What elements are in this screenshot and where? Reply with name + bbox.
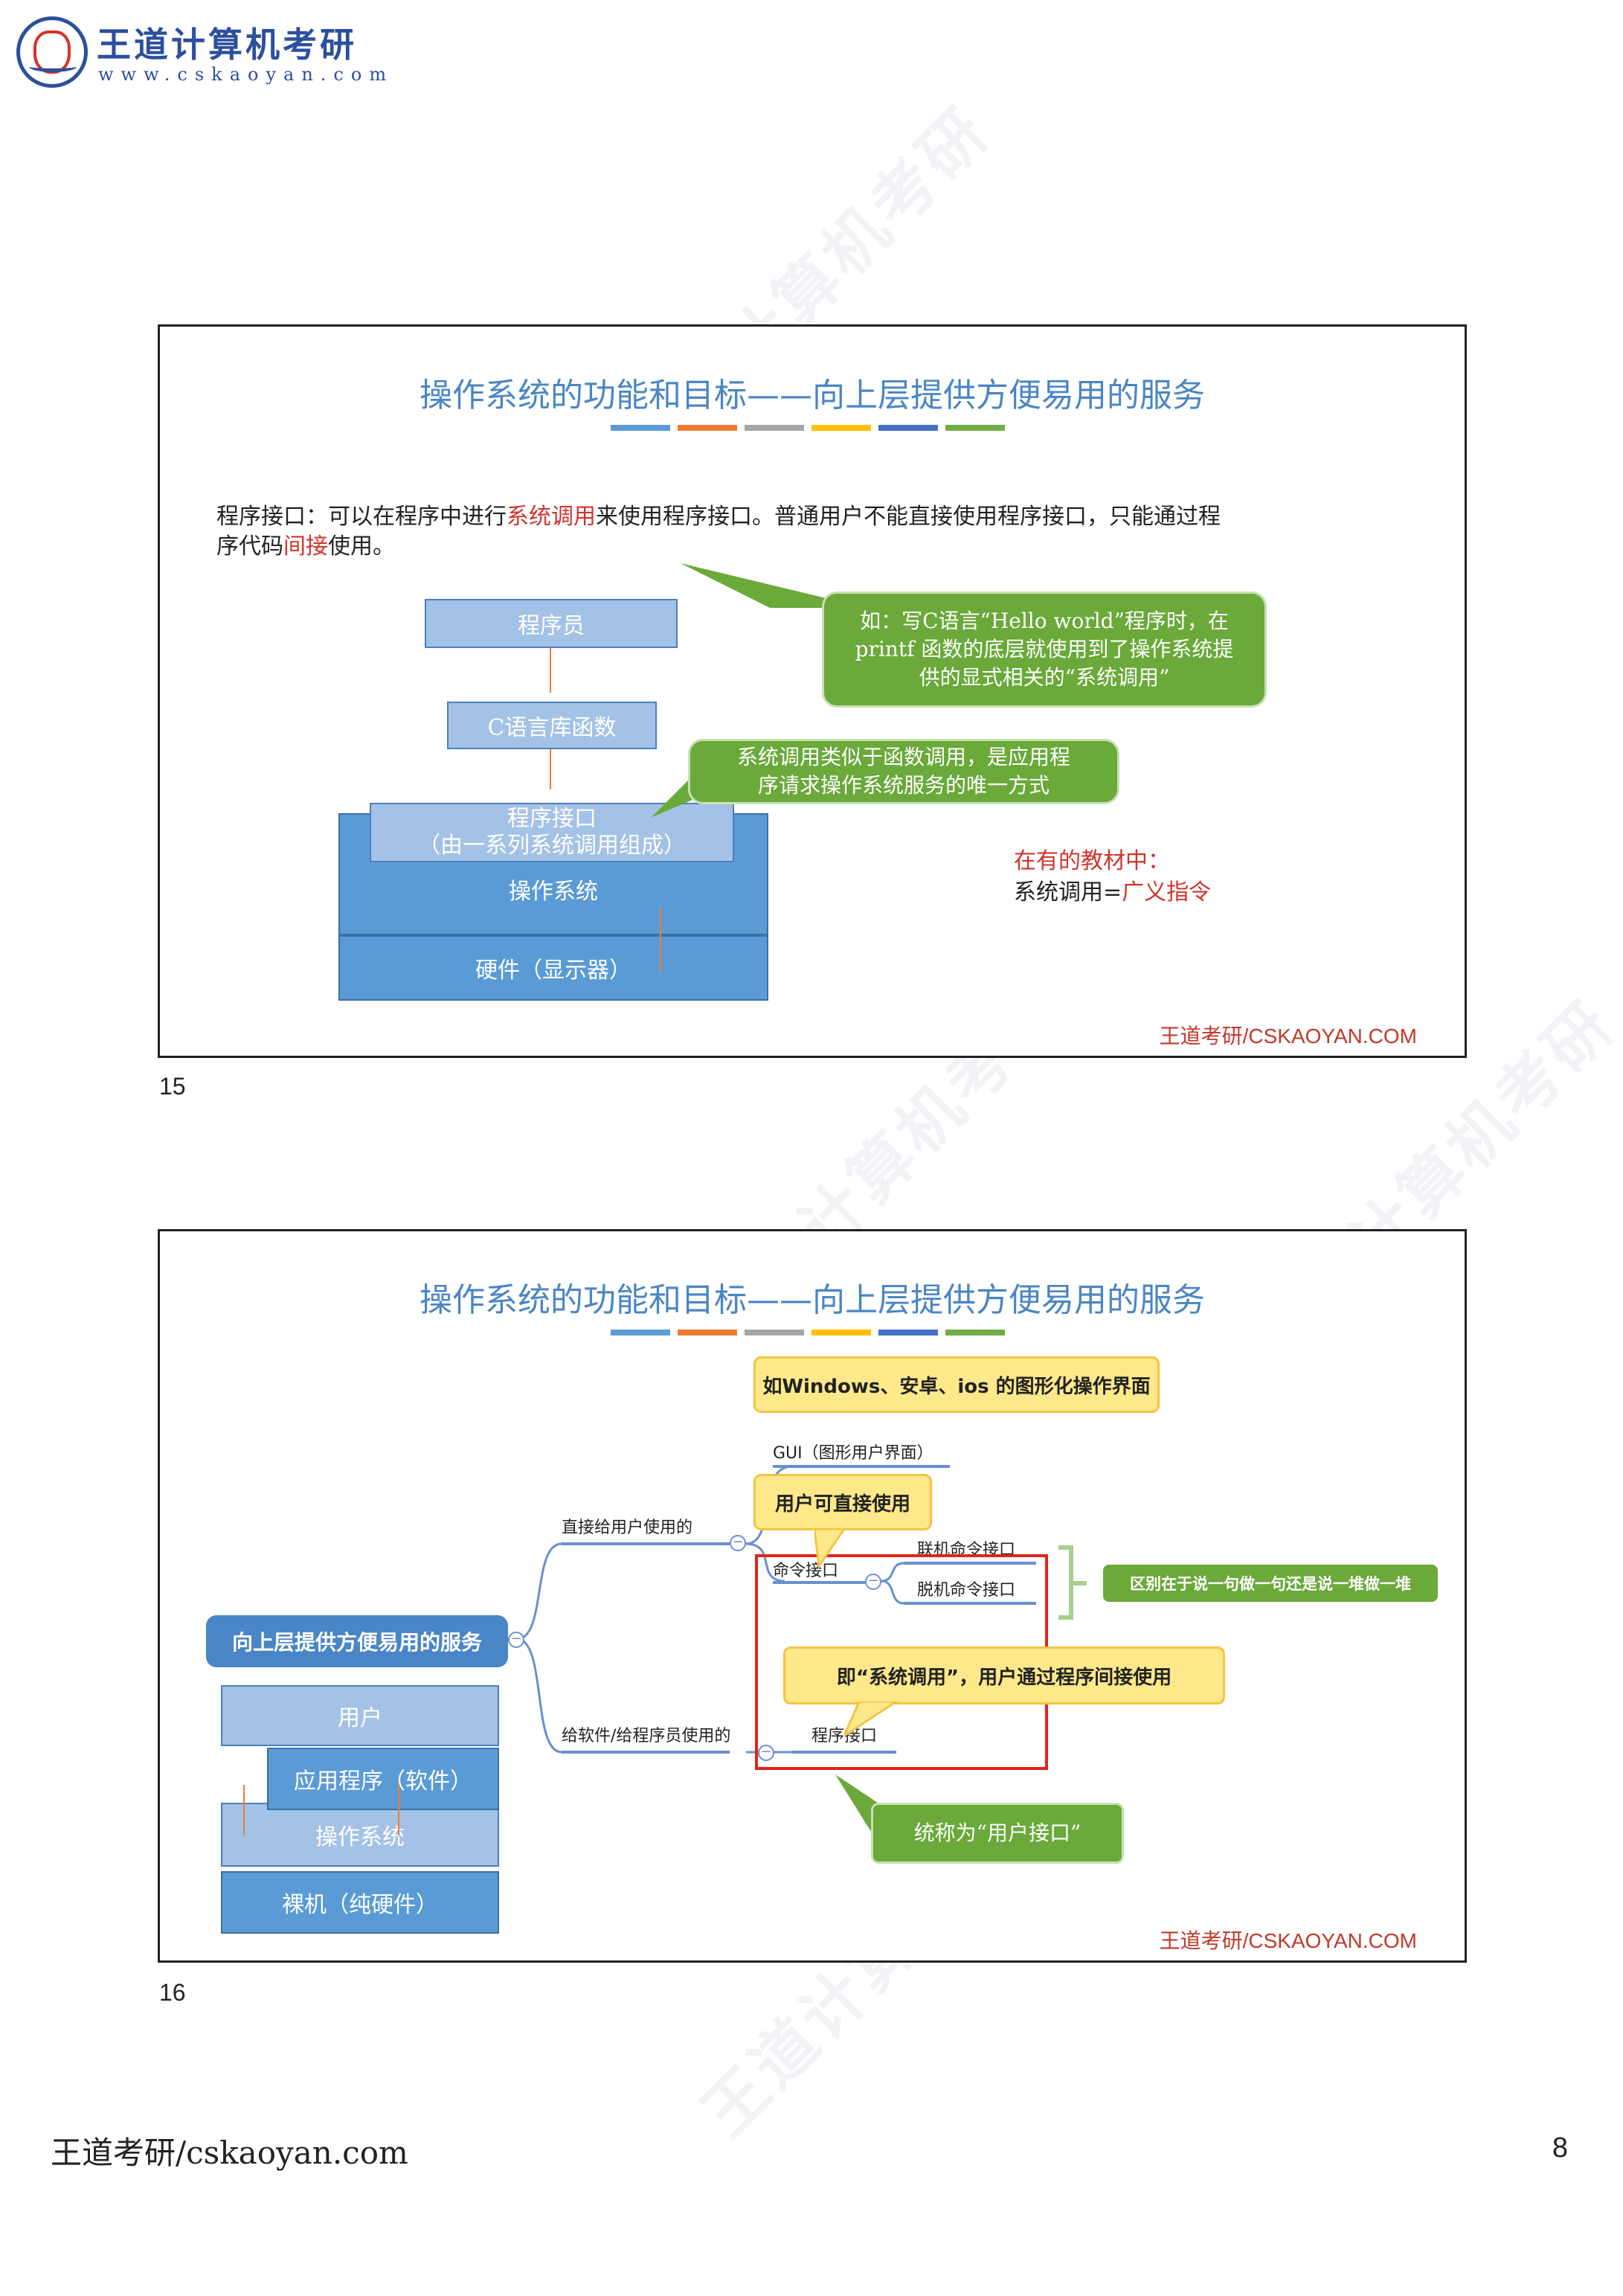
arrow xyxy=(550,749,551,789)
color-bar xyxy=(745,425,804,431)
arrow xyxy=(398,1785,399,1835)
direct-use-note: 用户可直接使用 xyxy=(753,1474,932,1530)
color-bar xyxy=(878,1330,938,1335)
color-bar xyxy=(945,425,1005,431)
hardware-box: 硬件（显示器） xyxy=(338,935,768,1001)
stack-os: 操作系统 xyxy=(221,1803,499,1867)
color-bar xyxy=(945,1330,1005,1335)
color-bar xyxy=(812,1330,871,1335)
color-bar xyxy=(678,425,737,431)
textbook-note: 在有的教材中： 系统调用=广义指令 xyxy=(1014,848,1212,905)
os-label: 操作系统 xyxy=(509,879,598,905)
bracket-tick xyxy=(1072,1581,1087,1585)
branch-line xyxy=(562,1751,730,1754)
stack-user: 用户 xyxy=(221,1685,499,1746)
arrow xyxy=(243,1785,245,1835)
slide-title: 操作系统的功能和目标——向上层提供方便易用的服务 xyxy=(420,376,1205,414)
branch-line xyxy=(562,1542,730,1545)
programmer-box: 程序员 xyxy=(425,599,678,648)
collapse-icon[interactable]: − xyxy=(730,1535,746,1551)
branch-program-label: 给软件/给程序员使用的 xyxy=(562,1727,731,1745)
page-number: 8 xyxy=(1552,2132,1568,2164)
gui-note: 如Windows、安卓、ios 的图形化操作界面 xyxy=(753,1356,1160,1413)
arrow xyxy=(660,908,661,971)
logo-url: www.cskaoyan.com xyxy=(98,64,394,85)
slide-16: 操作系统的功能和目标——向上层提供方便易用的服务 向上层提供方便易用的服务 − … xyxy=(158,1229,1467,1963)
diff-note: 区别在于说一句做一句还是说一堆做一堆 xyxy=(1103,1565,1438,1602)
slide-footer: 王道考研/CSKAOYAN.COM xyxy=(1159,1024,1417,1048)
slide-number: 16 xyxy=(159,1979,186,2006)
color-bar xyxy=(678,1330,737,1335)
color-bar xyxy=(611,1330,670,1335)
color-bar xyxy=(745,1330,804,1335)
slide-15: 操作系统的功能和目标——向上层提供方便易用的服务 程序接口：可以在程序中进行系统… xyxy=(158,324,1467,1058)
page-footer-left: 王道考研/cskaoyan.com xyxy=(51,2135,408,2171)
user-interface-note: 统称为“用户接口” xyxy=(871,1803,1124,1864)
intro-paragraph: 程序接口：可以在程序中进行系统调用来使用程序接口。普通用户不能直接使用程序接口，… xyxy=(216,504,1221,559)
root-node: 向上层提供方便易用的服务 xyxy=(206,1615,508,1667)
stack-app: 应用程序（软件） xyxy=(267,1748,499,1810)
slide-title: 操作系统的功能和目标——向上层提供方便易用的服务 xyxy=(420,1281,1205,1319)
bracket xyxy=(1058,1545,1073,1620)
gui-label: GUI（图形用户界面） xyxy=(773,1444,933,1463)
slide-footer: 王道考研/CSKAOYAN.COM xyxy=(1159,1929,1417,1952)
slide-number: 15 xyxy=(159,1073,186,1100)
color-bar xyxy=(611,425,670,431)
clib-box: C语言库函数 xyxy=(447,702,657,749)
online-cmd-line xyxy=(904,1562,1036,1565)
api-line xyxy=(792,1751,896,1754)
collapse-icon[interactable]: − xyxy=(865,1574,881,1590)
bubble-pointer xyxy=(844,1702,899,1737)
collapse-icon[interactable]: − xyxy=(758,1745,774,1761)
logo-title: 王道计算机考研 xyxy=(97,25,357,65)
bubble-pointer xyxy=(814,1529,846,1570)
bubble-pointer xyxy=(681,563,867,608)
logo-icon xyxy=(16,16,88,88)
api-box: 程序接口（由一系列系统调用组成） xyxy=(370,803,734,862)
cmd-line xyxy=(773,1581,865,1584)
color-bar xyxy=(878,425,938,431)
cmd-label: 命令接口 xyxy=(773,1562,839,1580)
syscall-bubble: 系统调用类似于函数调用，是应用程序请求操作系统服务的唯一方式 xyxy=(688,739,1119,804)
offline-cmd-line xyxy=(904,1602,1036,1605)
stack-hw: 裸机（纯硬件） xyxy=(221,1871,499,1934)
color-bar xyxy=(812,425,871,431)
collapse-icon[interactable]: − xyxy=(508,1632,524,1648)
branch-direct-label: 直接给用户使用的 xyxy=(562,1519,693,1537)
arrow xyxy=(550,648,551,693)
syscall-note: 即“系统调用”，用户通过程序间接使用 xyxy=(783,1646,1225,1705)
offline-cmd-label: 脱机命令接口 xyxy=(917,1581,1016,1600)
gui-line xyxy=(773,1465,950,1468)
